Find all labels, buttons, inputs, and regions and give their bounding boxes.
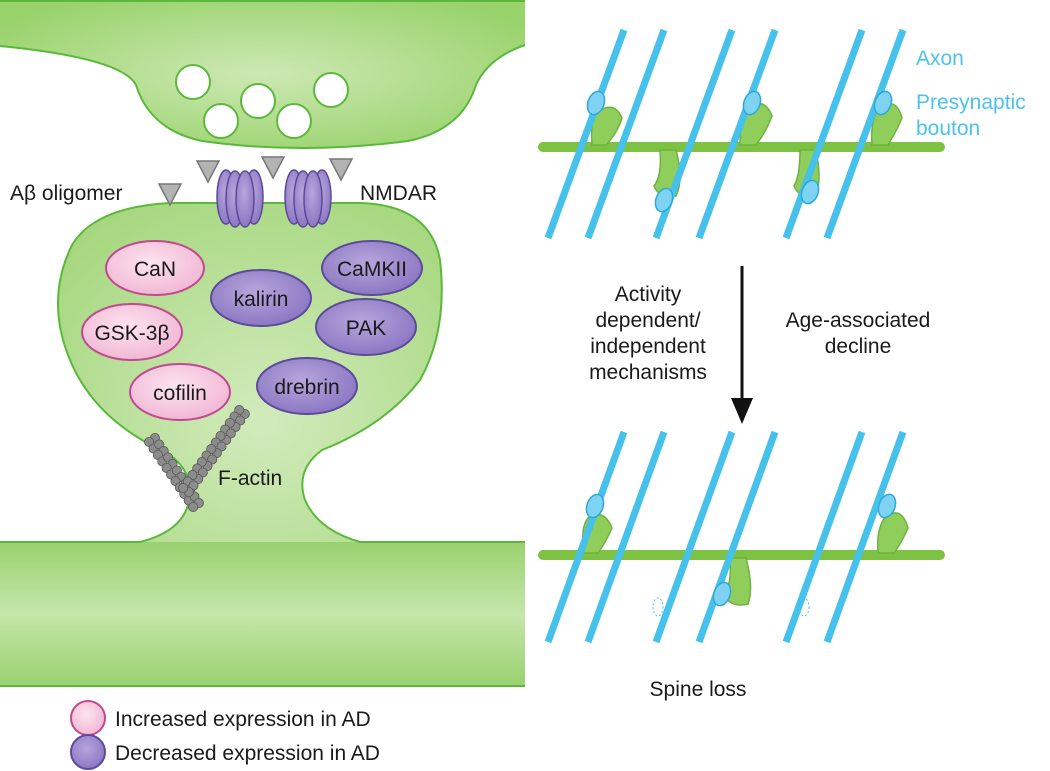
mechanism-label-line2: dependent/ <box>595 309 700 332</box>
spine-loss-label: Spine loss <box>650 678 747 701</box>
molecule-camkii-label: CaMKII <box>337 258 407 281</box>
synaptic-vesicle <box>276 103 312 139</box>
molecule-drebrin: drebrin <box>256 357 358 415</box>
mechanism-label-line3: independent <box>590 335 706 358</box>
synaptic-vesicle <box>203 103 239 139</box>
nmdar-label: NMDAR <box>360 182 437 205</box>
age-label: Age-associated decline <box>786 309 931 358</box>
molecule-pak: PAK <box>315 298 417 356</box>
legend-decreased-swatch <box>70 734 106 770</box>
factin-bead <box>178 482 189 493</box>
axon-fiber <box>652 430 736 644</box>
transition-arrow <box>731 266 753 424</box>
presynaptic-terminal <box>0 0 526 149</box>
legend-increased-label: Increased expression in AD <box>115 708 371 731</box>
dendrite-bottom-panel: Spine loss <box>538 430 945 701</box>
legend-increased-swatch <box>70 700 106 736</box>
synaptic-vesicles <box>175 64 349 139</box>
abeta-label: Aβ oligomer <box>10 182 122 205</box>
age-label-line2: decline <box>825 335 892 358</box>
abeta-oligomer-triangle <box>157 183 183 207</box>
legend: Increased expression in AD Decreased exp… <box>70 700 380 770</box>
factin-label: F-actin <box>218 467 282 490</box>
presynaptic-bouton <box>586 90 606 116</box>
axon-fiber <box>823 28 907 240</box>
molecule-can: CaN <box>105 240 205 296</box>
molecule-cofilin: cofilin <box>129 363 231 421</box>
abeta-oligomer-triangle <box>328 158 354 182</box>
abeta-oligomer-triangle <box>195 160 221 184</box>
nmdar-receptor <box>284 169 332 228</box>
presynaptic-bouton <box>654 187 674 213</box>
molecule-gsk3b-label: GSK-3β <box>94 322 169 345</box>
axon-fiber <box>544 430 628 644</box>
axon-fiber <box>823 430 907 644</box>
factin-bead <box>188 501 199 512</box>
molecule-kalirin-label: kalirin <box>234 288 289 311</box>
legend-decreased-label: Decreased expression in AD <box>115 742 380 765</box>
bouton-label-line1: Presynaptic <box>916 91 1026 114</box>
presynaptic-bouton <box>877 493 897 519</box>
mechanism-label-line1: Activity <box>615 283 682 306</box>
dendrite-top-panel: Axon Presynaptic bouton <box>538 28 1026 240</box>
molecule-cofilin-label: cofilin <box>153 382 207 405</box>
presynaptic-bouton <box>742 90 762 116</box>
mechanism-label-line4: mechanisms <box>589 361 707 384</box>
molecule-pak-label: PAK <box>346 317 386 340</box>
axon-fiber <box>782 430 866 644</box>
abeta-oligomers <box>157 156 354 207</box>
axon-label: Axon <box>916 47 964 70</box>
dendritic-spine <box>876 512 909 554</box>
axon-fiber <box>695 28 779 240</box>
axon-fiber <box>695 430 779 644</box>
lost-spine-outline <box>652 597 664 617</box>
axon-fiber <box>584 430 668 644</box>
synaptic-vesicle <box>175 64 211 100</box>
presynaptic-bouton <box>800 179 820 205</box>
age-label-line1: Age-associated <box>786 309 931 332</box>
presynaptic-bouton <box>873 90 893 116</box>
synaptic-vesicle <box>240 83 276 119</box>
molecule-gsk3b: GSK-3β <box>81 303 183 361</box>
molecule-kalirin: kalirin <box>210 269 312 327</box>
molecule-drebrin-label: drebrin <box>274 376 339 399</box>
synaptic-vesicle <box>313 72 349 108</box>
presynaptic-bouton <box>585 493 605 519</box>
mechanism-label: Activity dependent/ independent mechanis… <box>589 283 707 384</box>
abeta-oligomer-triangle <box>260 156 286 180</box>
axon-fiber <box>584 28 668 240</box>
molecule-camkii: CaMKII <box>321 240 423 296</box>
bouton-label-line2: bouton <box>916 117 980 140</box>
presynaptic-bouton <box>712 581 732 607</box>
molecule-can-label: CaN <box>134 258 176 281</box>
factin-filament <box>144 404 250 512</box>
nmdar-receptor <box>216 169 264 228</box>
axon-fiber <box>544 28 628 240</box>
axon-fiber <box>782 28 866 240</box>
